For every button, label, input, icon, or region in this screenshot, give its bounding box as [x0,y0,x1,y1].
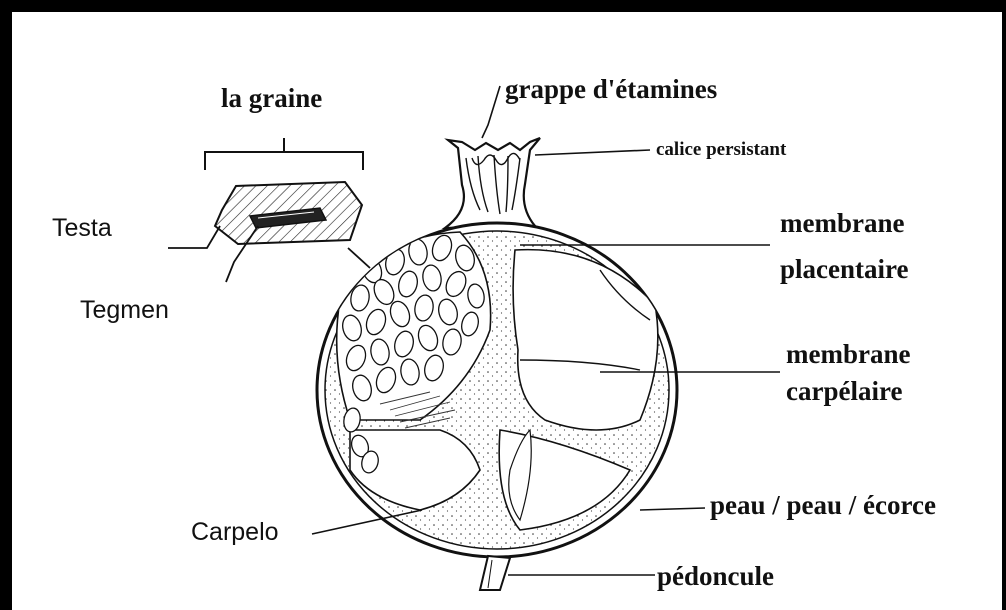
placental-membrane-label-line2: placentaire [780,256,908,283]
testa-label: Testa [52,216,112,241]
seed-section [215,182,362,244]
carpel-label: Carpelo [191,520,279,545]
tegmen-label: Tegmen [80,298,169,323]
carpel-membrane-label-line2: carpélaire [786,378,902,405]
peduncle-label: pédoncule [657,563,774,590]
seed-title: la graine [221,85,322,112]
stamens-label: grappe d'étamines [505,76,717,103]
placental-membrane-label-line1: membrane [780,210,904,237]
peel-label: peau / peau / écorce [710,492,936,519]
carpel-membrane-label-line1: membrane [786,341,910,368]
seed-bracket [205,138,363,170]
pomegranate-fruit [317,138,677,590]
calyx-label: calice persistant [656,140,786,159]
